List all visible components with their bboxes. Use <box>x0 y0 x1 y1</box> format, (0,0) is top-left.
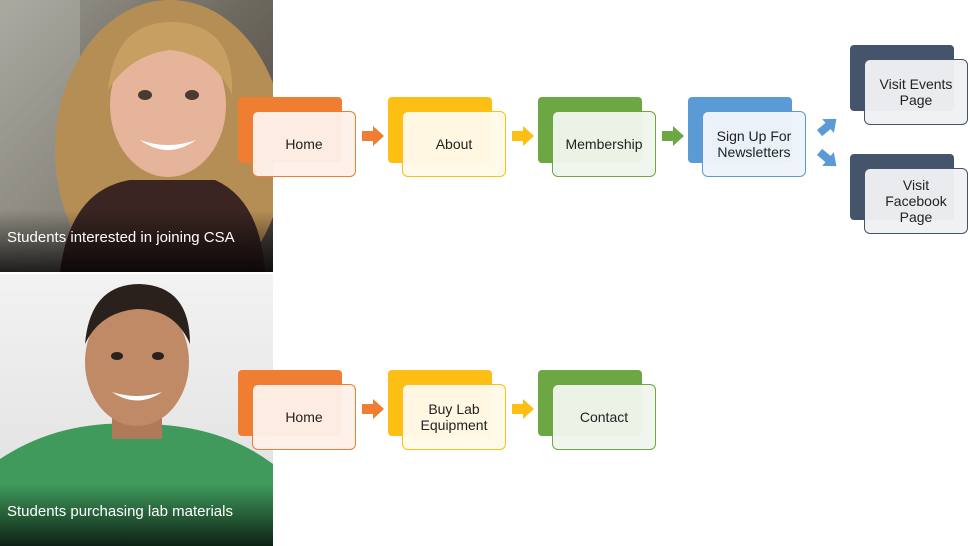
flow2-step-home: Home <box>238 370 358 452</box>
arrow-right-icon <box>362 399 384 419</box>
step-label: About <box>435 136 473 152</box>
arrow-right-icon <box>662 126 684 146</box>
step-label: Membership <box>565 136 643 152</box>
arrow-down-right-icon <box>817 148 837 167</box>
step-label: Home <box>285 136 323 152</box>
flow1-branch-facebook: Visit Facebook Page <box>850 154 970 236</box>
step-label: Buy Lab Equipment <box>420 401 488 433</box>
persona-photo-lab-materials: Students purchasing lab materials <box>0 274 273 546</box>
step-label: Contact <box>579 409 629 425</box>
flow1-step-membership: Membership <box>538 97 658 179</box>
step-label: Visit Facebook Page <box>885 177 947 225</box>
arrow-right-icon <box>512 126 534 146</box>
persona-photo-joining-csa: Students interested in joining CSA <box>0 0 273 272</box>
flow2-step-buy-lab-equipment: Buy Lab Equipment <box>388 370 508 452</box>
arrow-up-right-icon <box>817 118 837 137</box>
step-label: Visit Events Page <box>879 76 953 108</box>
arrow-right-icon <box>512 399 534 419</box>
flow2-step-contact: Contact <box>538 370 658 452</box>
flow1-step-about: About <box>388 97 508 179</box>
persona-caption-overlay: Students purchasing lab materials <box>0 484 273 546</box>
flow1-step-home: Home <box>238 97 358 179</box>
persona-caption-overlay: Students interested in joining CSA <box>0 210 273 272</box>
persona-caption: Students interested in joining CSA <box>7 229 235 246</box>
persona-caption: Students purchasing lab materials <box>7 503 233 520</box>
flow1-step-newsletter-signup: Sign Up For Newsletters <box>688 97 808 179</box>
arrow-right-icon <box>362 126 384 146</box>
step-label: Home <box>285 409 323 425</box>
step-label: Sign Up For Newsletters <box>716 128 792 160</box>
flow1-branch-events: Visit Events Page <box>850 45 970 127</box>
